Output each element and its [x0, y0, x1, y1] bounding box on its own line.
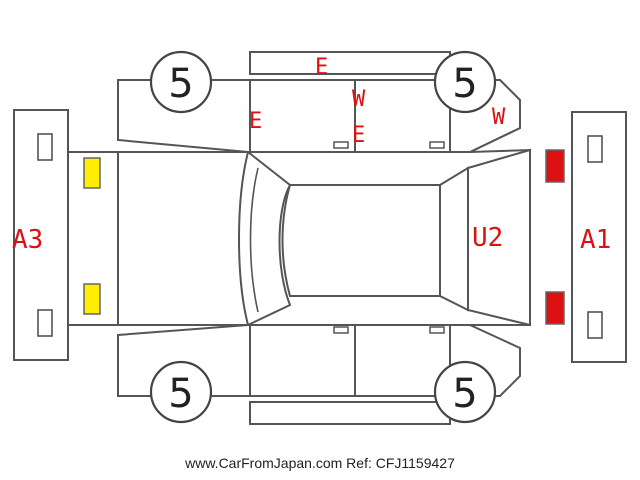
mark-roof-rail: E	[315, 55, 328, 80]
mark-right-front-door-w: W	[352, 87, 366, 112]
door-handle	[333, 141, 349, 149]
roof-rail-top	[249, 51, 451, 75]
mark-windshield: U2	[472, 223, 503, 253]
right-rear-door	[249, 79, 356, 153]
rear-bumper	[13, 109, 69, 361]
rocker-bottom	[249, 401, 451, 425]
mark-right-rear-door: E	[249, 109, 262, 134]
hood	[467, 148, 531, 327]
footer-ref: Ref: CFJ1159427	[346, 455, 455, 471]
door-handle	[333, 326, 349, 334]
rear-lamp-upper	[83, 157, 101, 189]
tire-tread-value: 5	[452, 371, 477, 417]
mark-rear-bumper: A3	[12, 225, 43, 255]
footer-website: www.CarFromJapan.com	[185, 455, 343, 471]
tire-tread-value: 5	[168, 371, 193, 417]
tire-tread-value: 5	[452, 61, 477, 107]
tire-tread-value: 5	[168, 61, 193, 107]
footer-caption: www.CarFromJapan.com Ref: CFJ1159427	[0, 455, 640, 471]
front-lamp-lower	[545, 291, 565, 325]
tire-front-right: 5	[433, 50, 497, 114]
left-side-profile	[117, 324, 521, 425]
door-handle	[429, 326, 445, 334]
front-lamp-upper	[545, 149, 565, 183]
windshield	[439, 166, 469, 312]
roof	[281, 184, 441, 297]
trunk-lid	[117, 151, 249, 326]
car-body-top	[67, 148, 531, 327]
door-handle	[429, 141, 445, 149]
tire-rear-left: 5	[149, 360, 213, 424]
tire-front-left: 5	[433, 360, 497, 424]
mark-right-front-door-e: E	[352, 123, 365, 148]
rear-lamp-lower	[83, 283, 101, 315]
mark-front-bumper: A1	[580, 225, 611, 255]
front-bumper	[571, 111, 627, 363]
left-rear-door	[249, 324, 356, 397]
mark-right-front-fender: W	[492, 105, 506, 130]
tire-rear-right: 5	[149, 50, 213, 114]
